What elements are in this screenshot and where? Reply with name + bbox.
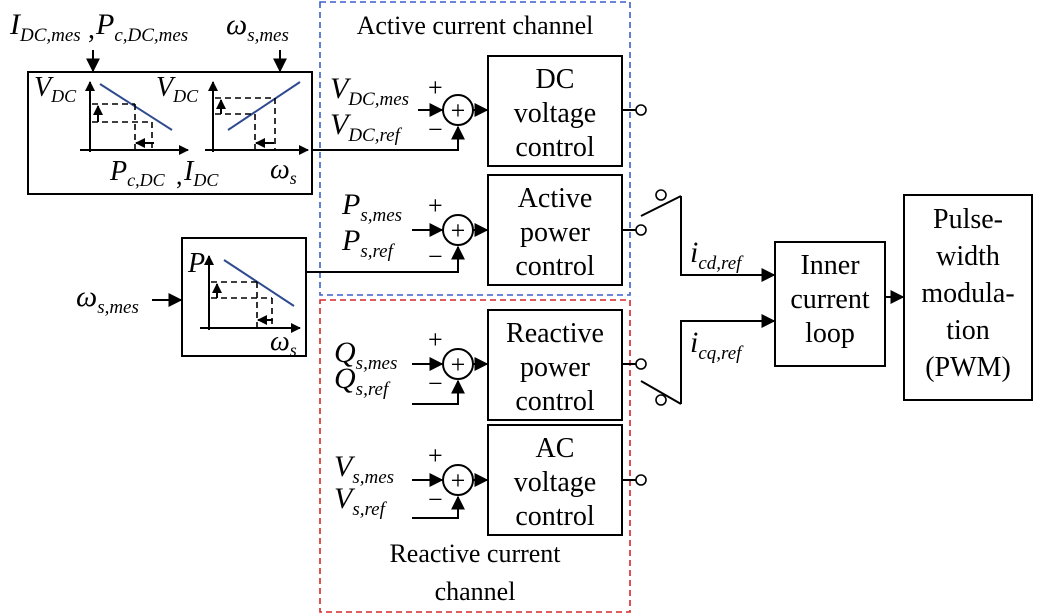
rp-block-line1: Reactive <box>506 318 604 349</box>
rp-plus: + <box>428 325 443 354</box>
ac-ref-label: Vs,ref <box>334 482 388 520</box>
rp-switch-terminal <box>635 358 647 370</box>
pwm-line5: (PWM) <box>925 352 1011 383</box>
dc-switch-terminal <box>635 104 647 116</box>
rp-ref-label: Qs,ref <box>334 362 391 400</box>
row-reactive-power: Qs,mes Qs,ref + − + Reactive power contr… <box>334 309 647 421</box>
plot1-xlabel: Pc,DC <box>109 156 166 190</box>
rp-block-line2: power <box>520 352 591 383</box>
input-pcdc-mes: Pc,DC,mes <box>95 8 188 46</box>
pwm-line2: width <box>936 241 1000 272</box>
icd-ref-label: icd,ref <box>690 236 744 274</box>
ac-block-line1: AC <box>536 433 575 464</box>
rp-mes-label: Qs,mes <box>334 336 397 374</box>
droop-top-inputs: IDC,mes , Pc,DC,mes ωs,mes <box>9 8 289 73</box>
reactive-power-control-block <box>487 309 623 421</box>
ac-sum-symbol: + <box>451 466 466 495</box>
droop-plot-vdc-pcdc: VDC Pc,DC , IDC <box>34 72 219 190</box>
ac-block-line2: voltage <box>514 467 596 498</box>
plot1-ylabel: VDC <box>34 72 77 106</box>
d-switch-pivot <box>655 189 667 201</box>
droop-box-bottom <box>181 237 307 357</box>
ap-plus: + <box>428 191 443 220</box>
ap-block-line1: Active <box>518 183 593 214</box>
ac-minus: − <box>428 485 443 514</box>
inner-current-loop-block <box>774 241 886 367</box>
ac-switch-terminal <box>635 474 647 486</box>
row-ac-voltage: Vs,mes Vs,ref + − + AC voltage control <box>334 424 647 536</box>
ap-ref-label: Ps,ref <box>341 224 396 262</box>
pwm-line4: tion <box>946 315 990 346</box>
dc-sum-symbol: + <box>451 96 466 125</box>
d-axis-switch: icd,ref <box>640 189 776 282</box>
q-switch-pivot <box>655 394 667 406</box>
inner-loop-line1: Inner <box>800 250 860 281</box>
active-channel-frame <box>319 1 631 296</box>
icq-ref-label: icq,ref <box>690 326 744 364</box>
input-idc-mes: IDC,mes <box>9 8 81 46</box>
reactive-channel-frame <box>319 299 631 613</box>
active-channel-title: Active current channel <box>357 11 594 40</box>
row-active-power: Ps,mes Ps,ref + − + Active power control <box>306 174 647 286</box>
pwm-block <box>903 194 1033 401</box>
ap-block-line3: control <box>515 251 595 282</box>
reactive-channel-title-line2: channel <box>435 577 516 606</box>
plot2-ylabel: VDC <box>156 72 199 106</box>
input-comma: , <box>88 14 95 45</box>
ac-mes-label: Vs,mes <box>334 450 394 488</box>
dc-plus: + <box>428 73 443 102</box>
inner-loop-line2: current <box>790 284 870 315</box>
plot1-xlabel2: IDC <box>183 156 219 190</box>
dc-minus: − <box>428 115 443 144</box>
plot3-xlabel: ωs <box>270 326 297 360</box>
ap-minus: − <box>428 242 443 271</box>
ac-voltage-control-block <box>487 424 623 536</box>
droop-plot-vdc-ws: VDC ωs <box>156 72 309 188</box>
input-ws-mes-bottom: ωs,mes <box>76 280 139 318</box>
pwm-line3: modula- <box>921 278 1014 309</box>
row-dc-voltage: VDC,mes VDC,ref + − + DC voltage control <box>312 55 647 167</box>
ac-plus: + <box>428 441 443 470</box>
plot3-ylabel: P <box>187 248 205 279</box>
rp-sum-symbol: + <box>451 350 466 379</box>
ap-mes-label: Ps,mes <box>341 188 402 226</box>
ac-block-line3: control <box>515 501 595 532</box>
dc-block-line2: voltage <box>514 98 596 129</box>
dc-ref-label: VDC,ref <box>330 108 403 146</box>
plot2-xlabel: ωs <box>270 154 297 188</box>
dc-block-line3: control <box>515 132 595 163</box>
droop-box-top <box>27 71 313 195</box>
plot1-comma: , <box>176 161 183 190</box>
q-axis-switch: icq,ref <box>640 314 776 406</box>
rp-block-line3: control <box>515 386 595 417</box>
reactive-channel-title-line1: Reactive current <box>389 539 561 568</box>
dc-mes-label: VDC,mes <box>330 72 409 110</box>
droop-plot-p-ws: P ωs <box>187 248 301 360</box>
input-ws-mes-top: ωs,mes <box>226 8 289 46</box>
dc-block-line1: DC <box>536 64 575 95</box>
rp-minus: − <box>428 369 443 398</box>
inner-loop-line3: loop <box>805 318 855 349</box>
pwm-line1: Pulse- <box>933 204 1003 235</box>
ap-sum-symbol: + <box>451 216 466 245</box>
ap-block-line2: power <box>520 217 591 248</box>
ap-switch-terminal <box>635 224 647 236</box>
